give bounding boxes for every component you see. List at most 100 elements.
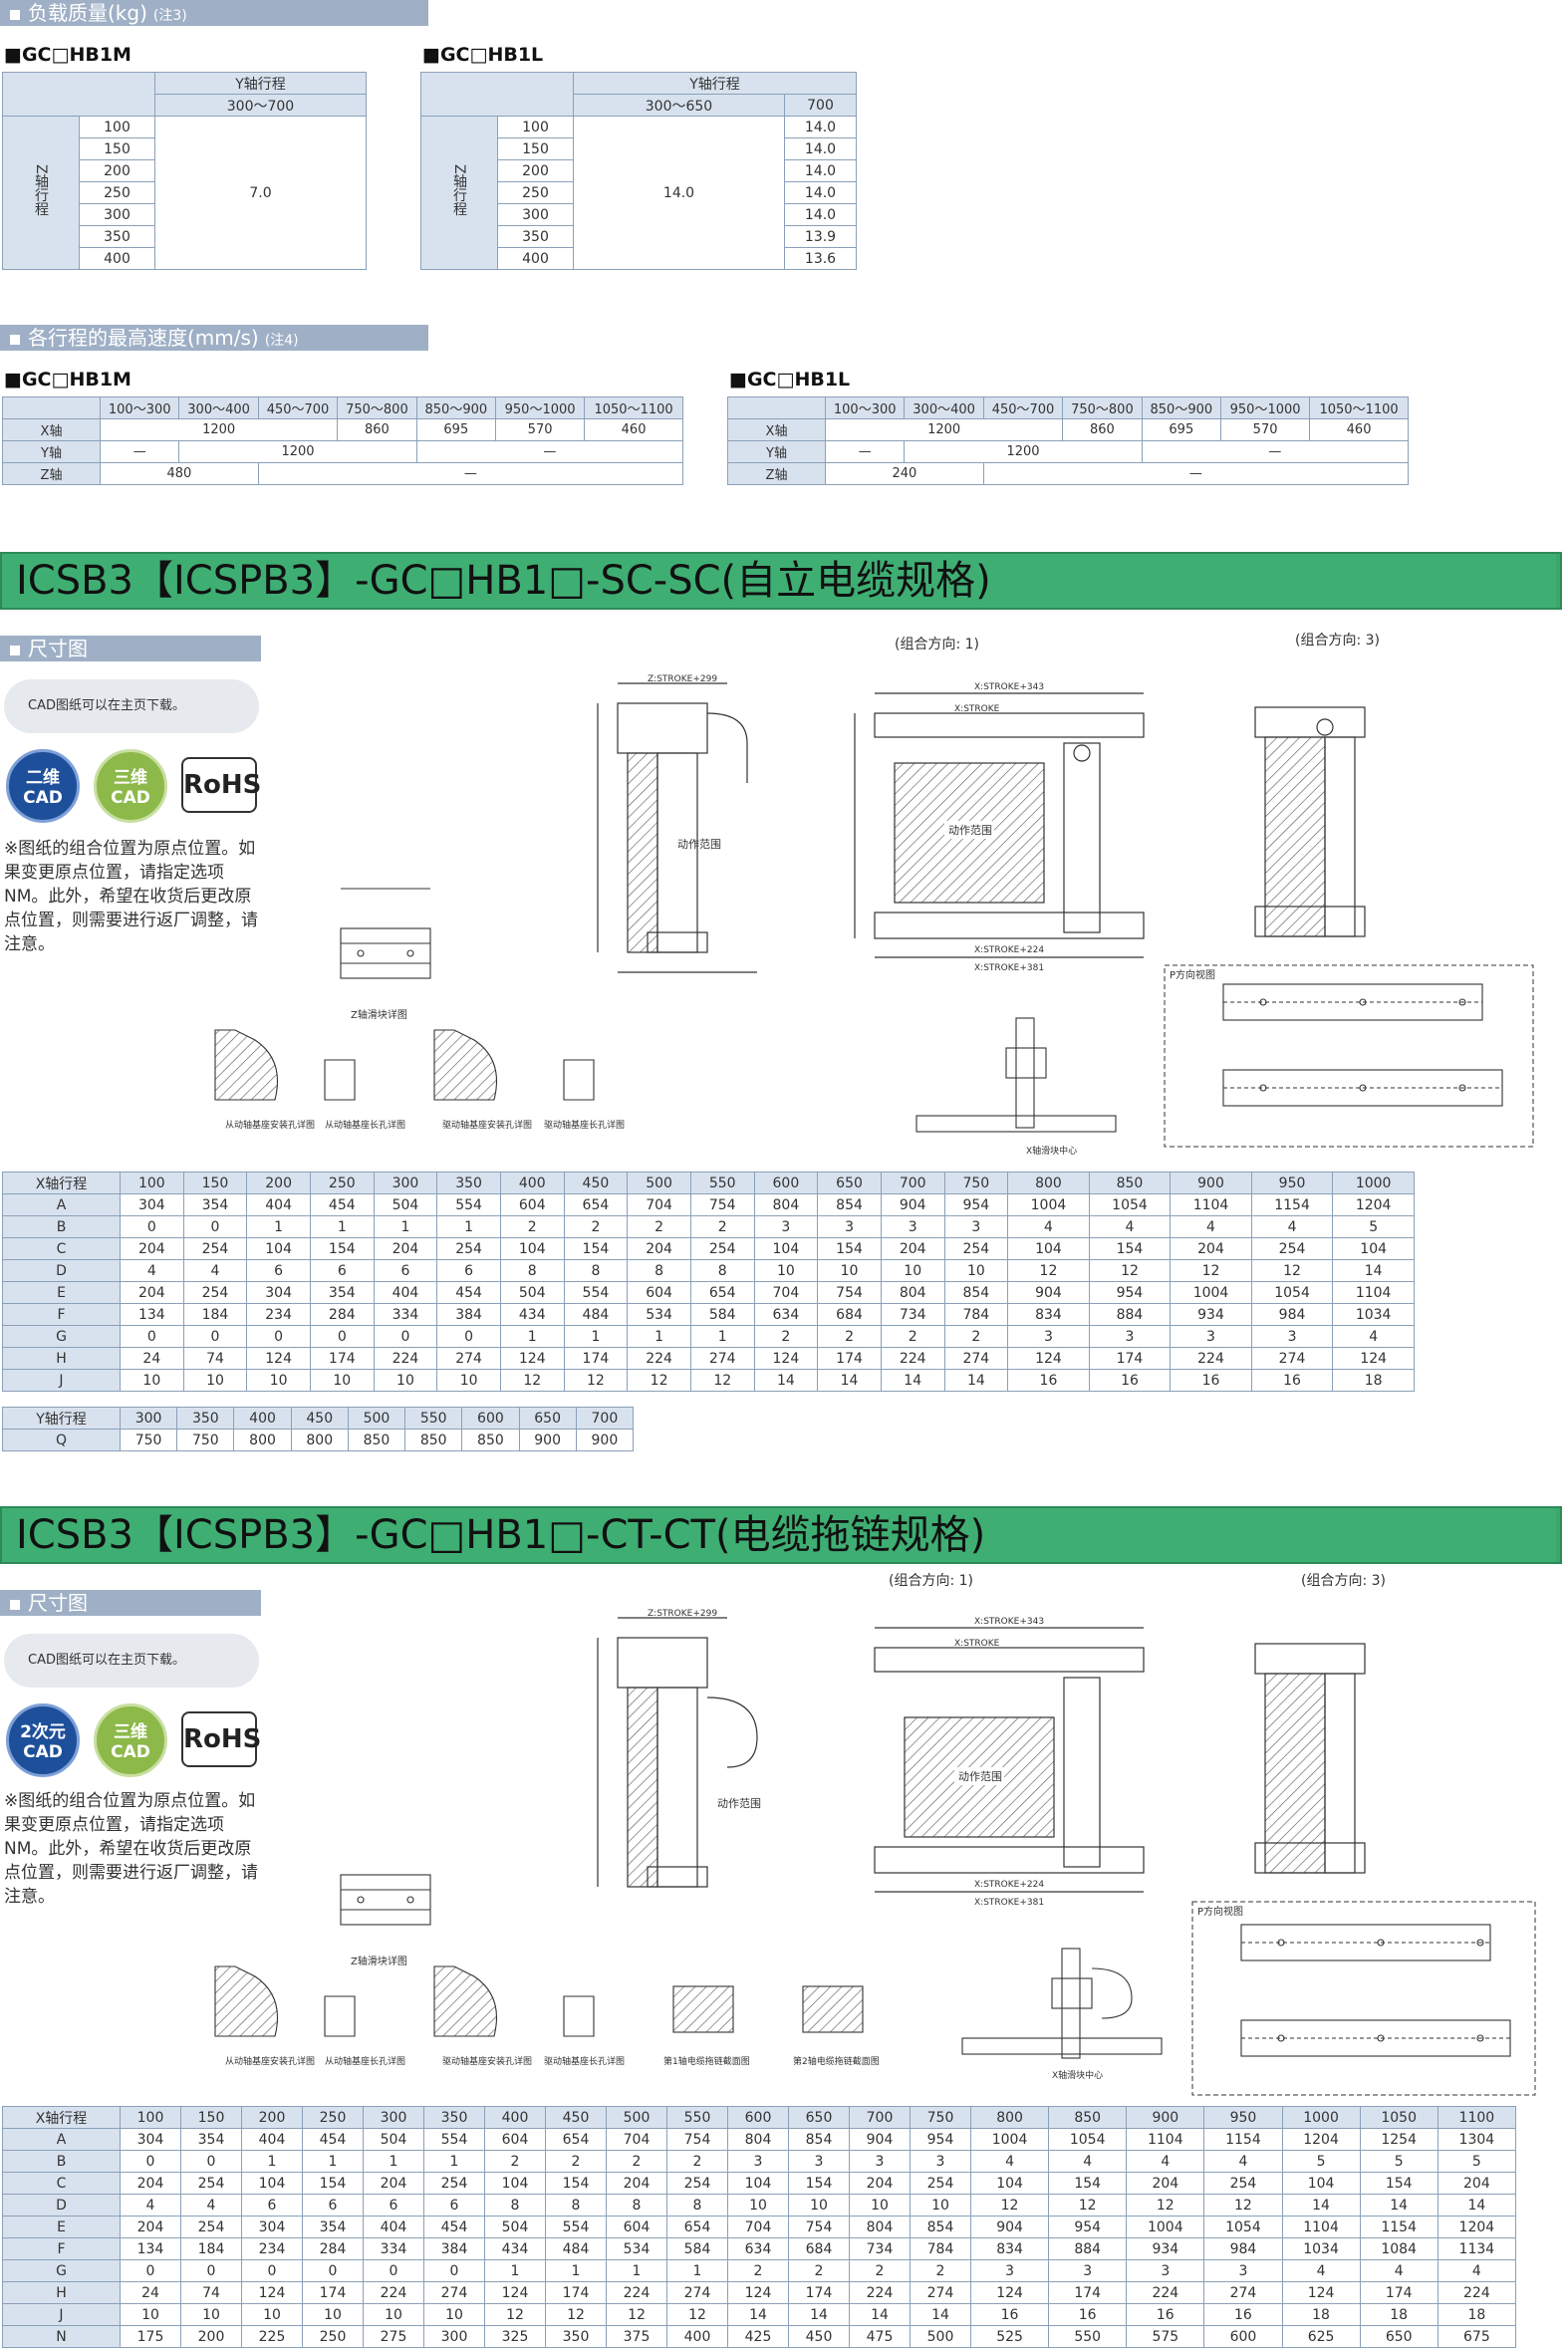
detail-label: 从动轴基座安装孔详图 bbox=[225, 2055, 315, 2067]
table-cell: 154 bbox=[1048, 2172, 1128, 2195]
table-header: 950～1000 bbox=[495, 396, 586, 419]
table-cell: 954 bbox=[1048, 2216, 1128, 2238]
badge-line: 二维 bbox=[26, 768, 60, 788]
row-label: J bbox=[2, 1369, 121, 1392]
table-cell: 124 bbox=[1007, 1347, 1090, 1370]
table-cell: 10 bbox=[182, 1369, 248, 1392]
row-label: Z轴 bbox=[727, 462, 826, 485]
direction-label: (组合方向: 1) bbox=[895, 637, 979, 653]
section-load-mass-header: 负载质量(kg)(注3) bbox=[0, 0, 428, 26]
banner-title: ICSB3【ICSPB3】-GC□HB1□-SC-SC(自立电缆规格) bbox=[2, 554, 1556, 608]
table-cell: 1 bbox=[436, 1215, 501, 1238]
table-cell: 684 bbox=[788, 2237, 850, 2260]
table-cell: 604 bbox=[627, 1281, 691, 1304]
table-cell: 1204 bbox=[1281, 2128, 1361, 2151]
table-header: 1050～1100 bbox=[1309, 396, 1409, 419]
table-cell: 3 bbox=[910, 2150, 971, 2173]
table-cell: 10 bbox=[436, 1369, 501, 1392]
table-cell: 254 bbox=[182, 1281, 248, 1304]
table-cell: 104 bbox=[241, 2172, 303, 2195]
table-cell: 14 bbox=[880, 1369, 945, 1392]
table-cell: 10 bbox=[309, 1369, 375, 1392]
table-header: 300～650 bbox=[573, 94, 785, 117]
table-cell: 16 bbox=[1250, 1369, 1334, 1392]
table-cell: 860 bbox=[1062, 418, 1143, 441]
table-cell: 754 bbox=[817, 1281, 882, 1304]
table-cell: 224 bbox=[1437, 2281, 1517, 2304]
row-label: E bbox=[2, 1281, 121, 1304]
section-title: 各行程的最高速度(mm/s) bbox=[28, 326, 259, 350]
table-cell: 300 bbox=[79, 203, 155, 226]
table-header: 800 bbox=[969, 2106, 1050, 2129]
table-cell: 450 bbox=[788, 2325, 850, 2348]
table-header: 650 bbox=[817, 1172, 882, 1194]
table-cell: 0 bbox=[302, 2259, 364, 2282]
table-cell: 1204 bbox=[1332, 1193, 1415, 1216]
motion-range-label: 动作范围 bbox=[677, 837, 721, 851]
table-cell: 0 bbox=[436, 1325, 501, 1348]
model-label-hb1l: ■GC□HB1L bbox=[422, 44, 544, 66]
table-cell: 12 bbox=[606, 2303, 667, 2326]
table-cell: 584 bbox=[666, 2237, 728, 2260]
model-label-hb1m: ■GC□HB1M bbox=[4, 369, 131, 391]
row-label: B bbox=[2, 2150, 121, 2173]
table-cell: 704 bbox=[627, 1193, 691, 1216]
table-cell: 504 bbox=[373, 1193, 438, 1216]
table-cell: 554 bbox=[423, 2128, 485, 2151]
table-cell: 154 bbox=[563, 1237, 629, 1260]
table-cell: 2 bbox=[545, 2150, 607, 2173]
table-cell: 274 bbox=[689, 1347, 755, 1370]
table-header: 450 bbox=[290, 1407, 349, 1430]
table-cell: 834 bbox=[969, 2237, 1050, 2260]
table-cell: 14 bbox=[1332, 1259, 1415, 1282]
table-cell: 0 bbox=[246, 1325, 311, 1348]
table-header: 950 bbox=[1250, 1172, 1334, 1194]
row-label: G bbox=[2, 1325, 121, 1348]
table-cell: 650 bbox=[1359, 2325, 1438, 2348]
cad-download-note[interactable]: CAD图纸可以在主页下载。 bbox=[4, 679, 259, 733]
table-cell: 1004 bbox=[1170, 1281, 1252, 1304]
mount-hole-details: 从动轴基座安装孔详图 从动轴基座长孔详图 驱动轴基座安装孔详图 驱动轴基座长孔详… bbox=[195, 1020, 634, 1154]
table-cell: 854 bbox=[817, 1193, 882, 1216]
table-cell: 0 bbox=[182, 1325, 248, 1348]
table-cell: 554 bbox=[563, 1281, 629, 1304]
table-header: 400 bbox=[484, 2106, 546, 2129]
table-cell: 5 bbox=[1332, 1215, 1415, 1238]
table-cell: 350 bbox=[497, 225, 574, 248]
table-cell: 1104 bbox=[1332, 1281, 1415, 1304]
table-cell: 860 bbox=[337, 418, 417, 441]
table-cell: 274 bbox=[423, 2281, 485, 2304]
table-cell: 0 bbox=[120, 1215, 184, 1238]
table-cell: 104 bbox=[1007, 1237, 1090, 1260]
table-cell: 400 bbox=[666, 2325, 728, 2348]
table-cell: 804 bbox=[849, 2216, 911, 2238]
table-cell: 554 bbox=[436, 1193, 501, 1216]
table-cell: 854 bbox=[910, 2216, 971, 2238]
table-cell: 2 bbox=[849, 2259, 911, 2282]
table-cell: 204 bbox=[120, 1237, 184, 1260]
table-cell: 10 bbox=[241, 2303, 303, 2326]
table-cell: 24 bbox=[120, 2281, 181, 2304]
table-cell: 625 bbox=[1281, 2325, 1361, 2348]
table-cell: 850 bbox=[461, 1429, 520, 1451]
table-cell: 224 bbox=[363, 2281, 424, 2304]
table-header: 450～700 bbox=[982, 396, 1064, 419]
table-cell: 234 bbox=[246, 1303, 311, 1326]
table-header: 250 bbox=[302, 2106, 364, 2129]
table-cell: 10 bbox=[727, 2194, 789, 2217]
detail-label: 驱动轴基座安装孔详图 bbox=[442, 2055, 532, 2067]
p-view-label: P方向视图 bbox=[1170, 968, 1215, 981]
cad-download-note[interactable]: CAD图纸可以在主页下载。 bbox=[4, 1634, 259, 1688]
table-header: 750 bbox=[943, 1172, 1009, 1194]
table-cell: 10 bbox=[180, 2303, 242, 2326]
table-header: 700 bbox=[880, 1172, 945, 1194]
table-cell: 200 bbox=[497, 159, 574, 182]
table-cell: 224 bbox=[627, 1347, 691, 1370]
model-banner-sc: ICSB3【ICSPB3】-GC□HB1□-SC-SC(自立电缆规格) bbox=[0, 552, 1562, 610]
table-cell: 1154 bbox=[1359, 2216, 1438, 2238]
table-cell: 654 bbox=[545, 2128, 607, 2151]
table-cell: 350 bbox=[79, 225, 155, 248]
table-cell: 284 bbox=[302, 2237, 364, 2260]
table-cell: 1254 bbox=[1359, 2128, 1438, 2151]
